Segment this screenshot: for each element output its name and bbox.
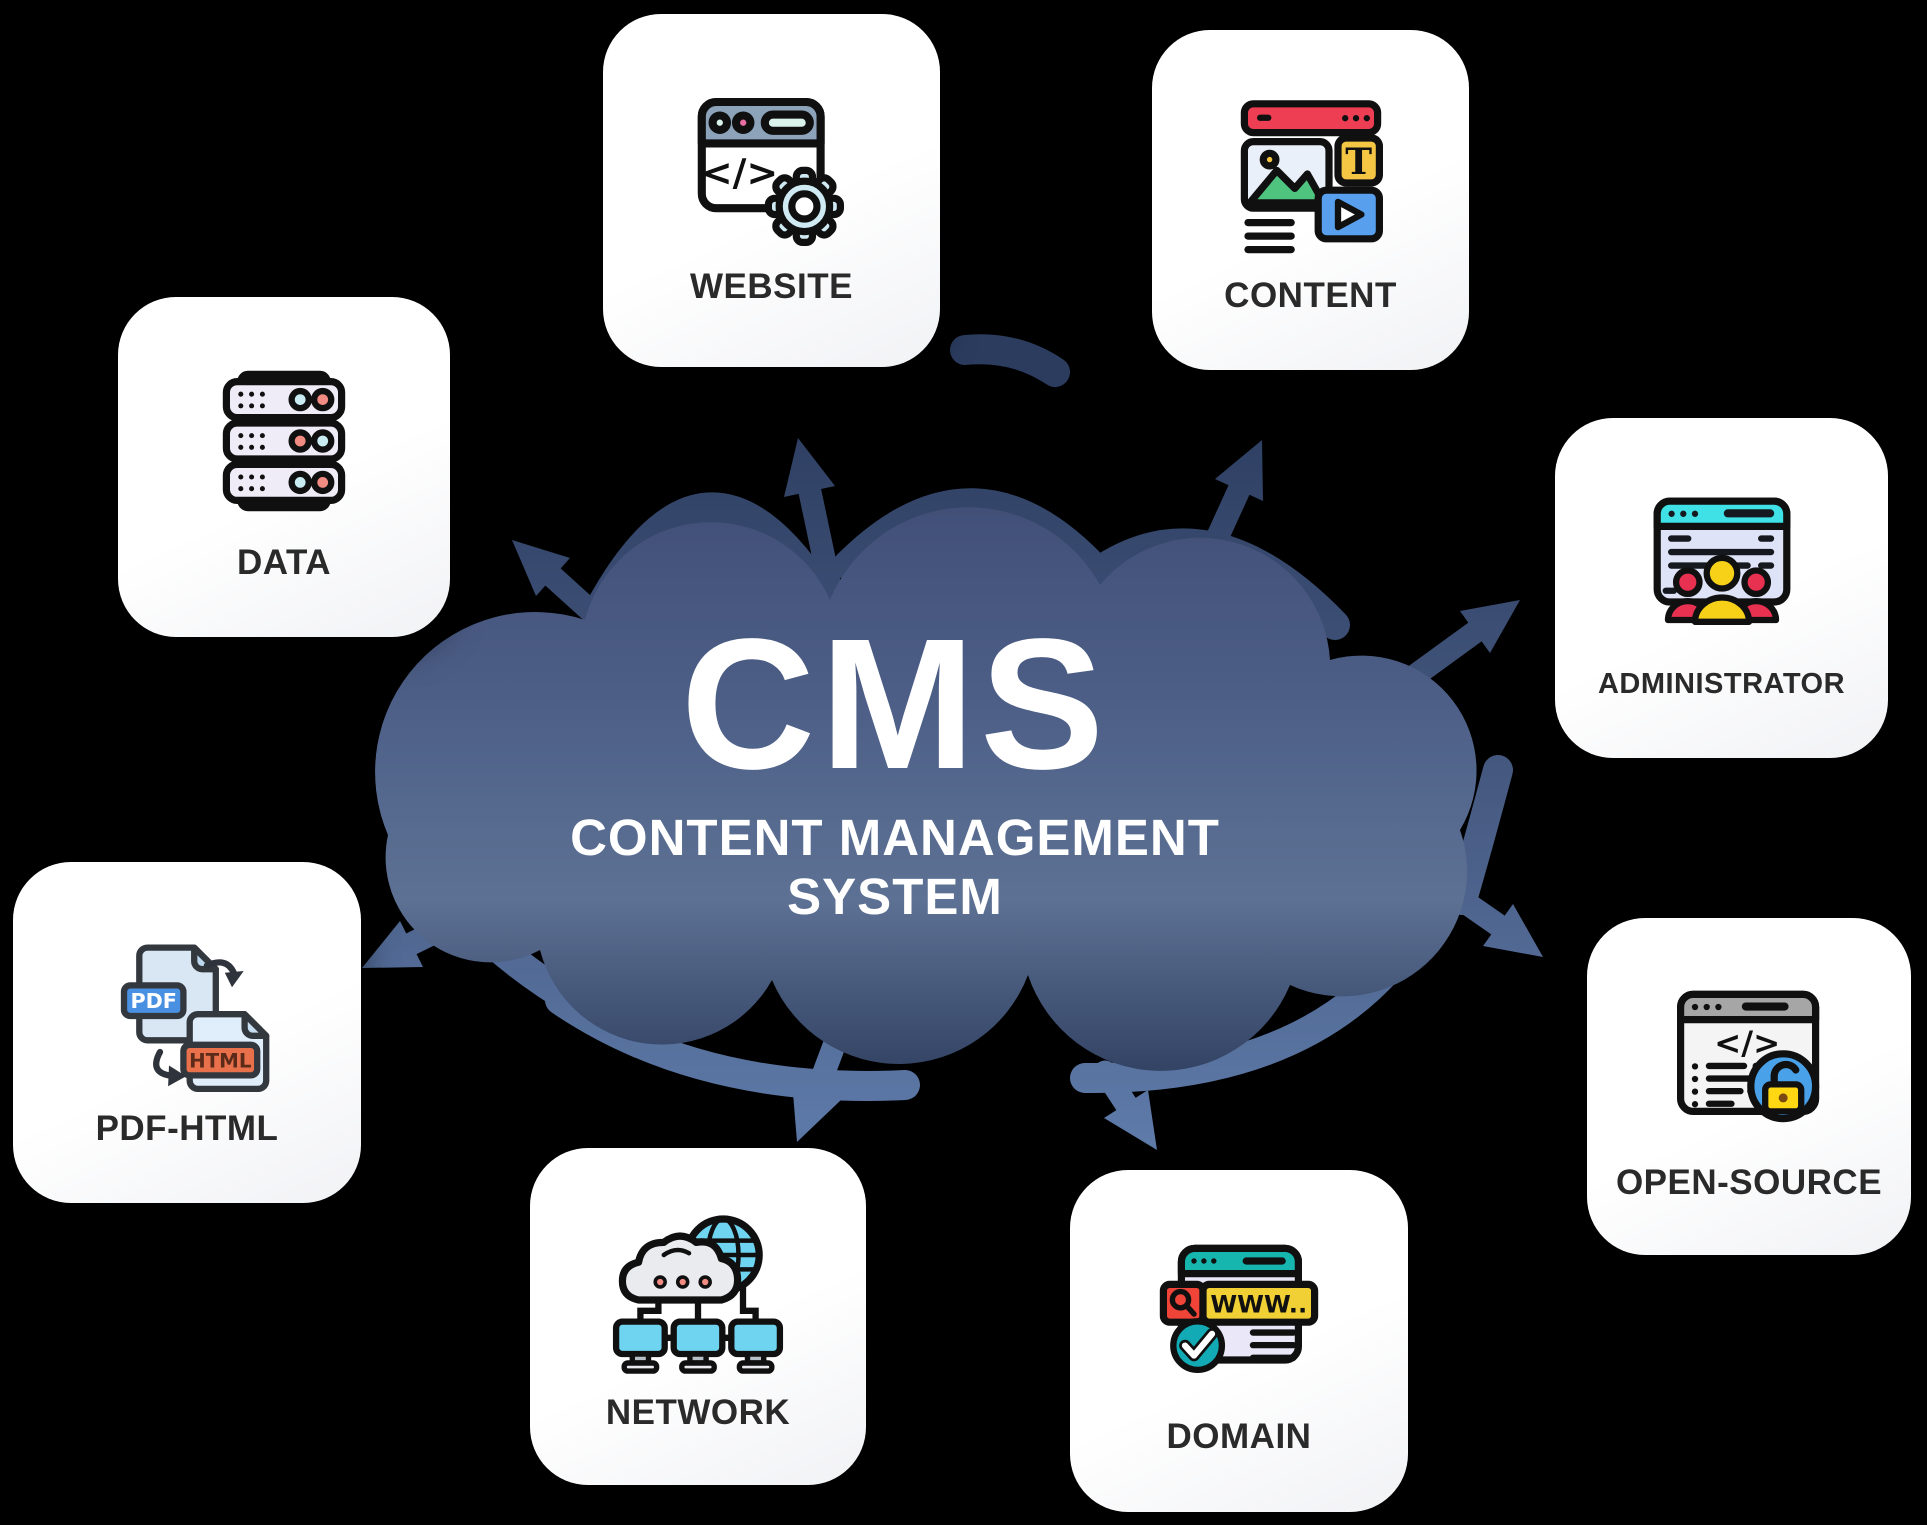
gear-icon xyxy=(764,166,844,246)
text-lines xyxy=(1691,1002,1789,1107)
content-icon: T xyxy=(1240,100,1383,254)
open-lock-badge xyxy=(1747,1049,1820,1122)
card-content: T CONTENT xyxy=(1152,30,1469,370)
convert-arrow-heads xyxy=(168,970,244,1086)
card-label-content: CONTENT xyxy=(1224,276,1397,315)
card-data: DATA xyxy=(118,297,450,637)
card-label-network: NETWORK xyxy=(605,1392,791,1432)
card-website: </> WEBSITE xyxy=(603,14,940,367)
administrator-icon xyxy=(1653,497,1790,625)
users-group xyxy=(1664,554,1779,625)
cms-cloud xyxy=(375,507,1477,1071)
arrow-to-domain xyxy=(1093,1060,1138,1116)
arrow-to-data xyxy=(541,565,607,627)
check-badge xyxy=(1170,1318,1226,1374)
domain-icon: WWW.. xyxy=(1159,1244,1319,1374)
arrow-heads xyxy=(362,438,1543,1150)
letter-t-glyph: T xyxy=(1345,141,1372,183)
html-text: HTML xyxy=(189,1049,252,1072)
card-open-source: </> OPEN-SOURCE xyxy=(1587,918,1911,1255)
card-label-domain: DOMAIN xyxy=(1166,1417,1312,1456)
data-server-icon xyxy=(222,370,346,512)
code-glyph: </> xyxy=(701,150,778,194)
card-label-data: DATA xyxy=(236,543,331,582)
card-label-administrator: ADMINISTRATOR xyxy=(1597,667,1846,700)
arrow-to-website xyxy=(798,480,844,608)
www-text: WWW.. xyxy=(1210,1289,1307,1318)
card-label-website: WEBSITE xyxy=(690,266,853,306)
pdf-html-convert-icon: PDF HTML xyxy=(120,943,270,1092)
arrow-to-open-source xyxy=(1450,888,1510,937)
text-lines xyxy=(1191,1257,1297,1361)
cloud-shape xyxy=(618,1232,742,1304)
card-administrator: ADMINISTRATOR xyxy=(1555,418,1888,758)
card-pdf-html: PDF HTML PDF-HTML xyxy=(13,862,361,1203)
card-network: NETWORK xyxy=(530,1148,866,1485)
text-lines xyxy=(1243,114,1370,254)
card-domain: WWW.. DOMAIN xyxy=(1070,1170,1408,1512)
website-icon: </> xyxy=(697,97,844,246)
computers xyxy=(612,1317,784,1374)
pdf-text: PDF xyxy=(130,988,176,1012)
network-icon xyxy=(612,1214,784,1374)
open-source-icon: </> xyxy=(1677,990,1820,1122)
card-label-pdf-html: PDF-HTML xyxy=(95,1108,279,1148)
arrow-to-content xyxy=(1201,478,1251,559)
card-label-open-source: OPEN-SOURCE xyxy=(1615,1162,1883,1202)
